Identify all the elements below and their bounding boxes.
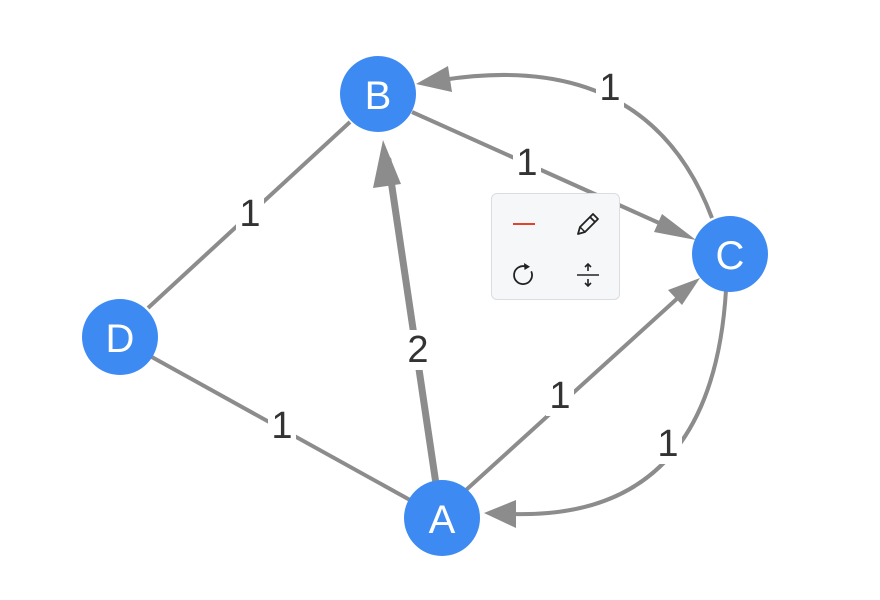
edge-label-b-c: 1 bbox=[513, 142, 541, 184]
flip-vertical-button[interactable] bbox=[566, 255, 610, 295]
node-label-b: B bbox=[365, 74, 392, 118]
edge-label-d-b: 1 bbox=[236, 193, 264, 235]
node-a[interactable]: A bbox=[404, 480, 480, 556]
edge-label-a-c: 1 bbox=[546, 375, 574, 417]
edge-weight-a-b: 2 bbox=[407, 329, 428, 371]
edge-weight-c-a: 1 bbox=[657, 423, 678, 465]
node-b[interactable]: B bbox=[340, 56, 416, 132]
edit-button[interactable] bbox=[566, 204, 610, 244]
edge-label-a-b: 2 bbox=[403, 329, 433, 371]
pencil-icon bbox=[577, 213, 599, 235]
edge-weight-d-b: 1 bbox=[239, 193, 260, 235]
node-c[interactable]: C bbox=[692, 216, 768, 292]
edge-edit-toolbar bbox=[491, 193, 620, 300]
edge-a-b[interactable] bbox=[373, 140, 440, 488]
node-label-c: C bbox=[716, 234, 745, 278]
edge-weight-c-b: 1 bbox=[599, 67, 620, 109]
edge-weight-d-a: 1 bbox=[271, 405, 292, 447]
node-d[interactable]: D bbox=[82, 299, 158, 375]
node-label-a: A bbox=[429, 498, 456, 542]
edge-weight-b-c: 1 bbox=[516, 142, 537, 184]
edge-weight-a-c: 1 bbox=[549, 375, 570, 417]
edge-label-d-a: 1 bbox=[268, 405, 296, 447]
edge-label-c-a: 1 bbox=[654, 423, 682, 465]
edge-label-c-b: 1 bbox=[596, 67, 624, 109]
delete-line-icon bbox=[513, 223, 535, 225]
node-label-d: D bbox=[106, 317, 135, 361]
delete-button[interactable] bbox=[502, 204, 546, 244]
edge-c-a[interactable] bbox=[484, 289, 728, 528]
rotate-button[interactable] bbox=[502, 255, 546, 295]
flip-vertical-icon bbox=[577, 262, 599, 288]
rotate-icon bbox=[513, 263, 533, 285]
